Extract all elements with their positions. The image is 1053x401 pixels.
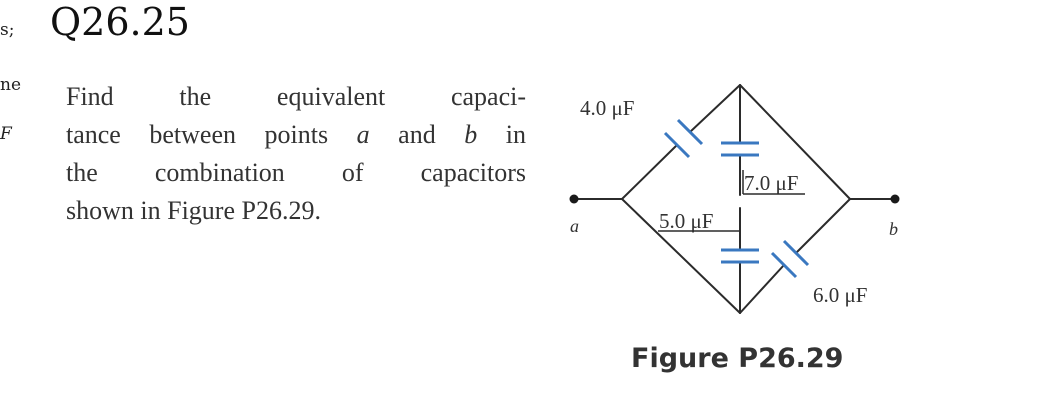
problem-statement: Find the equivalent capaci- tance betwee…: [66, 78, 526, 230]
point-label-a: a: [570, 216, 579, 236]
capacitor-plates: [663, 118, 810, 279]
capacitor-4uF-plate-2: [676, 118, 704, 146]
circuit-wires: [573, 84, 896, 314]
question-title: Q26.25: [50, 0, 190, 44]
point-a-ref: a: [356, 120, 370, 149]
capacitor-label-4uF: 4.0 μF: [580, 96, 634, 120]
margin-text-fragment: F: [0, 124, 12, 144]
problem-line-1: Find the equivalent capaci-: [66, 82, 526, 111]
capacitor-6uF-plate-1: [782, 239, 810, 267]
problem-line-2b: and: [369, 120, 465, 149]
problem-line-2c: in: [477, 120, 526, 149]
capacitor-4uF-plate-1: [663, 131, 691, 159]
terminal-a-dot: [569, 194, 579, 204]
wire-upper-left-1: [621, 144, 678, 200]
capacitor-label-6uF: 6.0 μF: [813, 283, 867, 307]
figure-caption: Figure P26.29: [631, 343, 844, 374]
problem-line-4: shown in Figure P26.29.: [66, 196, 321, 225]
problem-line-3: the combination of capacitors: [66, 158, 526, 187]
capacitor-label-5uF: 5.0 μF: [659, 209, 713, 233]
point-label-b: b: [889, 219, 898, 239]
label-frame-marks: [658, 170, 805, 232]
capacitor-label-7uF: 7.0 μF: [744, 171, 798, 195]
wire-lower-right-2: [739, 264, 785, 314]
wire-upper-left-2: [689, 84, 741, 133]
terminal-b-dot: [890, 194, 900, 204]
capacitor-6uF-plate-2: [770, 251, 798, 279]
circuit-diagram: 4.0 μF 7.0 μF 5.0 μF 6.0 μF a b: [569, 84, 900, 314]
margin-text-fragment: ne: [0, 75, 22, 95]
wire-upper-right: [739, 84, 851, 200]
margin-text-fragment: s;: [0, 20, 15, 40]
wire-lower-left: [621, 198, 741, 314]
point-b-ref: b: [464, 120, 478, 149]
problem-line-2a: tance between points: [66, 120, 357, 149]
problem-line-2: tance between points a and b in: [66, 116, 526, 154]
wire-lower-right-1: [795, 198, 851, 254]
